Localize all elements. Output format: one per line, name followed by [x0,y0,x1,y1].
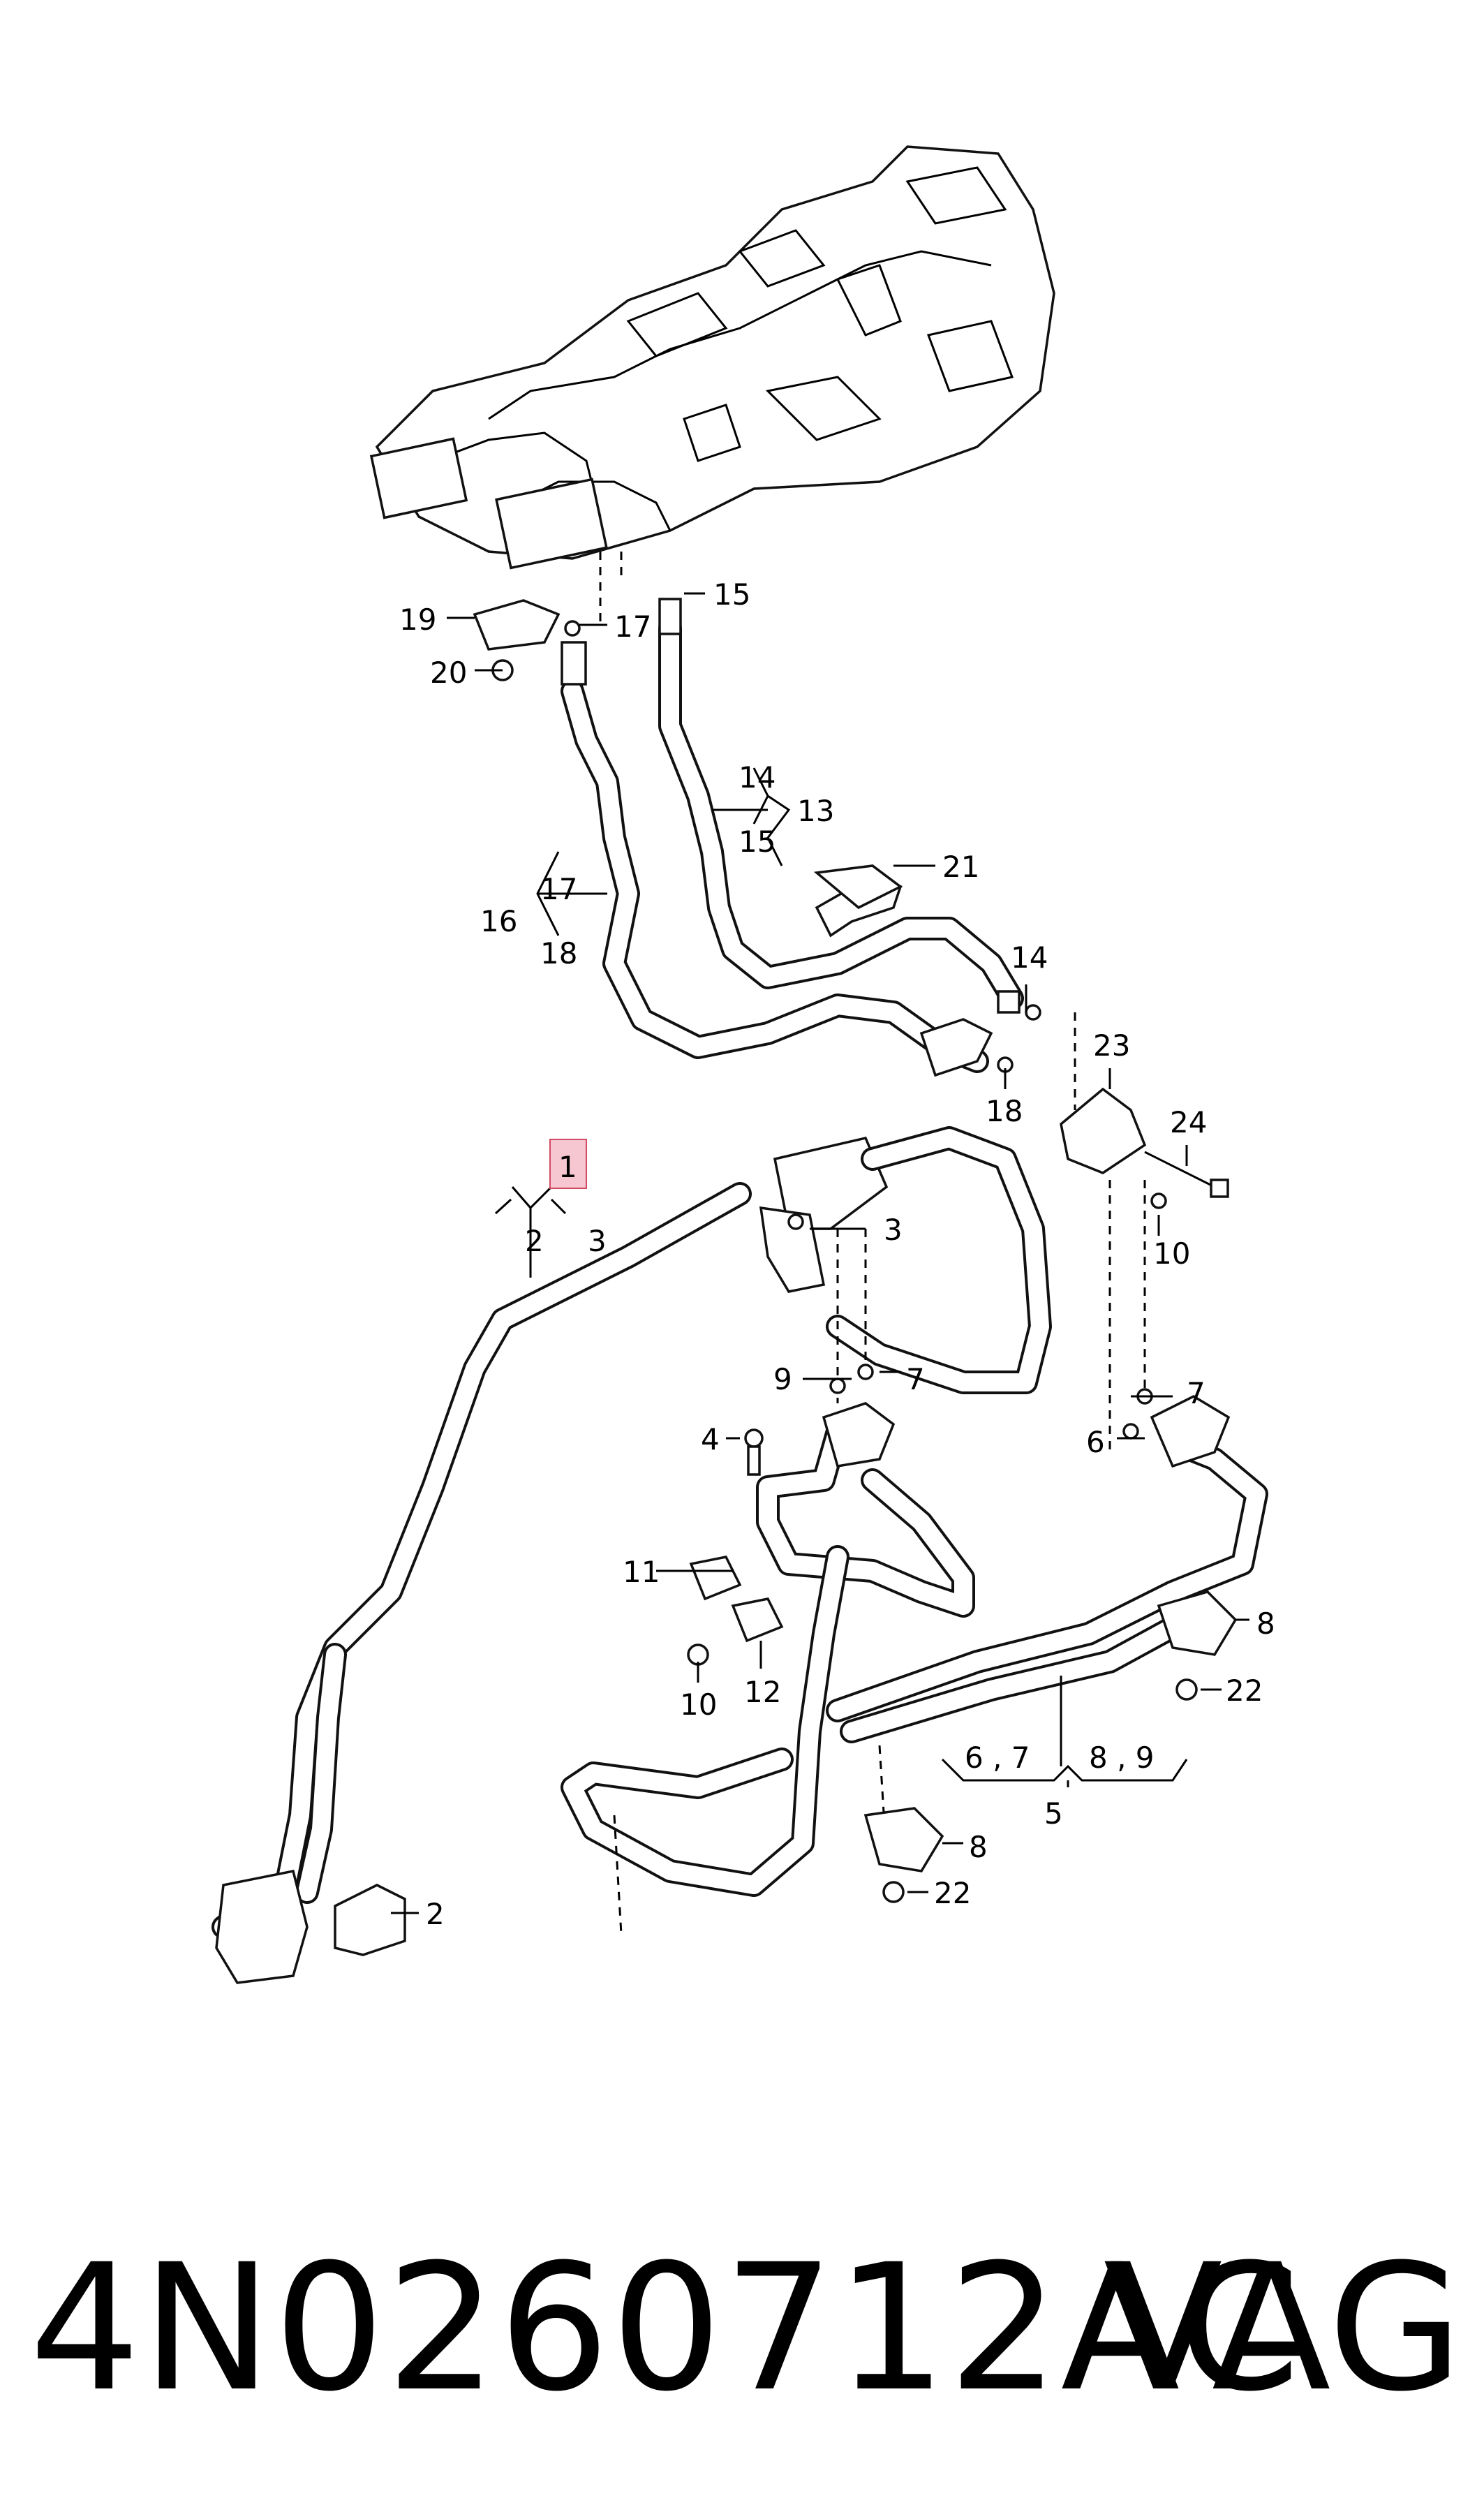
callout-16: 16 [480,904,517,938]
callout-10-right: 10 [1153,1236,1190,1271]
callout-24: 24 [1170,1105,1207,1139]
callout-2: 2 [426,1897,445,1931]
callout-1-highlight [549,1139,587,1189]
callout-21: 21 [942,850,979,884]
callout-18-mid: 18 [540,936,577,970]
exploded-parts-diagram: 1 2 3 3 2 4 5 6 7 7 6 , 7 8 , 9 8 8 9 10… [212,145,1275,1984]
callout-13: 13 [797,794,834,828]
brand-label: VAG [1103,2226,1463,2430]
callout-23: 23 [1093,1028,1130,1063]
callout-3-top: 3 [588,1224,607,1258]
part-number: 4N0260712AC [29,2226,1302,2430]
callout-1: 1 [558,1150,577,1184]
callout-8-bottom: 8 [969,1830,988,1864]
callout-19: 19 [399,603,436,637]
callout-15-mid: 15 [739,825,776,859]
callout-15-top: 15 [713,577,750,612]
callout-labels: 1 2 3 3 2 4 5 6 7 7 6 , 7 8 , 9 8 8 9 10… [399,577,1275,1931]
callout-9: 9 [773,1362,792,1396]
callout-14-right: 14 [1011,940,1048,975]
upper-refrigerant-lines [561,598,1024,1077]
callout-10-left: 10 [680,1687,717,1722]
leader-lines [391,592,1249,1914]
callout-17-top: 17 [614,610,651,644]
callout-8-right: 8 [1256,1606,1275,1641]
callout-3: 3 [884,1213,903,1247]
refrigerant-line-main [212,1126,1052,1984]
refrigerant-line-lower [561,1229,1268,1935]
callout-7-mid: 7 [906,1362,925,1396]
callout-12: 12 [744,1675,781,1709]
hvac-unit [369,145,1055,628]
callout-22-right: 22 [1226,1674,1263,1708]
callout-7-right: 7 [1187,1376,1205,1410]
callout-6: 6 [1086,1425,1105,1459]
expansion-valve [1060,1012,1229,1452]
callout-14-top: 14 [739,760,776,795]
callout-8-9: 8 , 9 [1089,1741,1155,1775]
callout-22-bottom: 22 [934,1876,971,1910]
callout-20: 20 [430,656,467,690]
callout-4: 4 [701,1422,720,1456]
callout-11: 11 [623,1555,660,1589]
hardware-parts [473,599,1238,1903]
callout-6-7: 6 , 7 [965,1741,1030,1775]
callout-2-top: 2 [525,1224,544,1258]
callout-17-mid: 17 [540,872,577,906]
callout-5: 5 [1044,1796,1063,1831]
callout-18-right: 18 [986,1094,1023,1128]
